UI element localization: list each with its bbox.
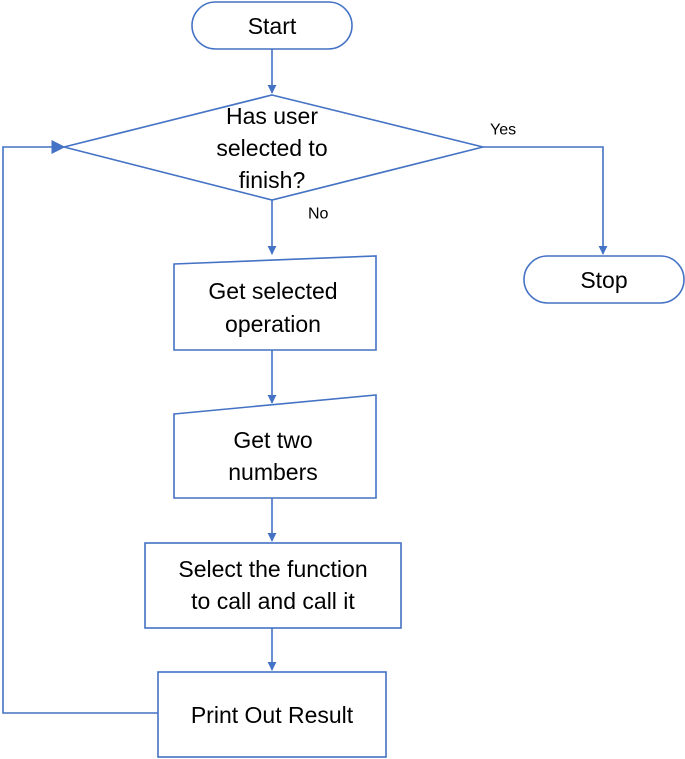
stop-terminal: Stop xyxy=(523,255,685,304)
select-function-process: Select the function to call and call it xyxy=(144,542,402,629)
decision-label-line-2: selected to xyxy=(216,135,327,161)
print-result-label: Print Out Result xyxy=(191,702,354,728)
loop-back-arrow xyxy=(2,140,158,714)
decision-label-line-3: finish? xyxy=(239,167,305,193)
stop-label: Stop xyxy=(580,267,627,293)
get-operation-label-line-2: operation xyxy=(225,311,321,337)
decision-diamond: Has user selected to finish? xyxy=(63,94,484,201)
get-operation-label-line-1: Get selected xyxy=(208,278,337,304)
connectors xyxy=(2,49,608,714)
decision-label-line-1: Has user xyxy=(226,103,318,129)
start-terminal: Start xyxy=(191,1,353,50)
get-operation-input: Get selected operation xyxy=(173,255,377,351)
start-label: Start xyxy=(248,13,297,39)
get-numbers-input: Get two numbers xyxy=(173,394,377,499)
get-numbers-label-line-1: Get two xyxy=(233,427,312,453)
arrow-decision-yes-to-stop xyxy=(483,146,608,255)
get-numbers-label-line-2: numbers xyxy=(228,459,317,485)
yes-edge-label: Yes xyxy=(490,122,516,139)
no-edge-label: No xyxy=(308,206,329,223)
select-function-label-line-2: to call and call it xyxy=(191,588,355,614)
select-function-label-line-1: Select the function xyxy=(178,556,367,582)
print-result-process: Print Out Result xyxy=(157,671,387,758)
